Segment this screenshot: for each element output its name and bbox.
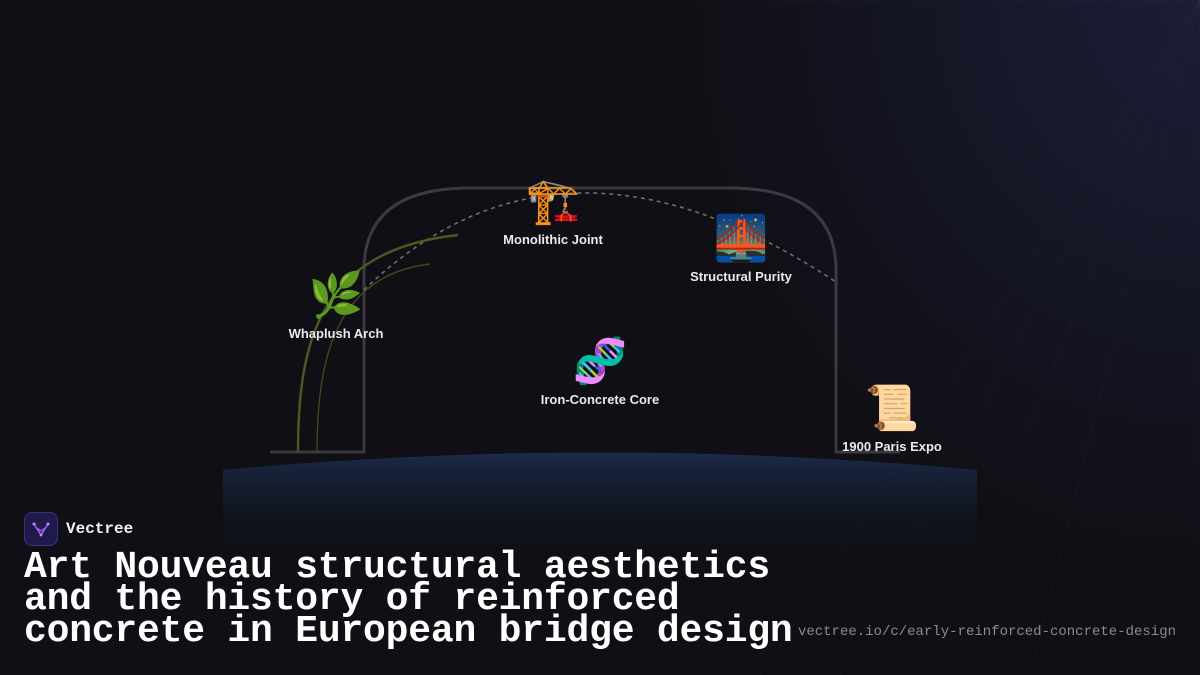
node-label: 1900 Paris Expo (842, 439, 942, 454)
node-label: Structural Purity (690, 269, 792, 284)
source-url[interactable]: vectree.io/c/early-reinforced-concrete-d… (797, 624, 1176, 640)
node-1900-paris-expo: 📜 1900 Paris Expo (792, 383, 992, 454)
water-surface (223, 452, 977, 565)
vine-branch (316, 263, 431, 453)
dashed-curve (363, 192, 837, 291)
page-title: Art Nouveau structural aesthetics and th… (24, 546, 793, 653)
scroll-icon: 📜 (864, 383, 920, 434)
node-iron-concrete-core: 🧬 Iron-Concrete Core (500, 336, 700, 407)
bridge-at-night-icon: 🌉 (713, 213, 769, 264)
node-label: Whaplush Arch (288, 326, 384, 341)
dna-icon: 🧬 (572, 336, 628, 387)
brand[interactable]: Vectree (24, 512, 133, 546)
vine-main (296, 233, 459, 453)
brand-name: Vectree (66, 520, 134, 538)
node-structural-purity: 🌉 Structural Purity (641, 213, 841, 284)
node-whaplush-arch: 🌿 Whaplush Arch (236, 270, 436, 341)
node-label: Monolithic Joint (503, 232, 603, 247)
herb-icon: 🌿 (308, 270, 364, 321)
node-label: Iron-Concrete Core (540, 392, 660, 407)
bridge-arch (270, 186, 900, 454)
crane-icon: 🏗️ (525, 176, 581, 227)
node-monolithic-joint: 🏗️ Monolithic Joint (453, 176, 653, 247)
vectree-logo-icon (24, 512, 58, 546)
